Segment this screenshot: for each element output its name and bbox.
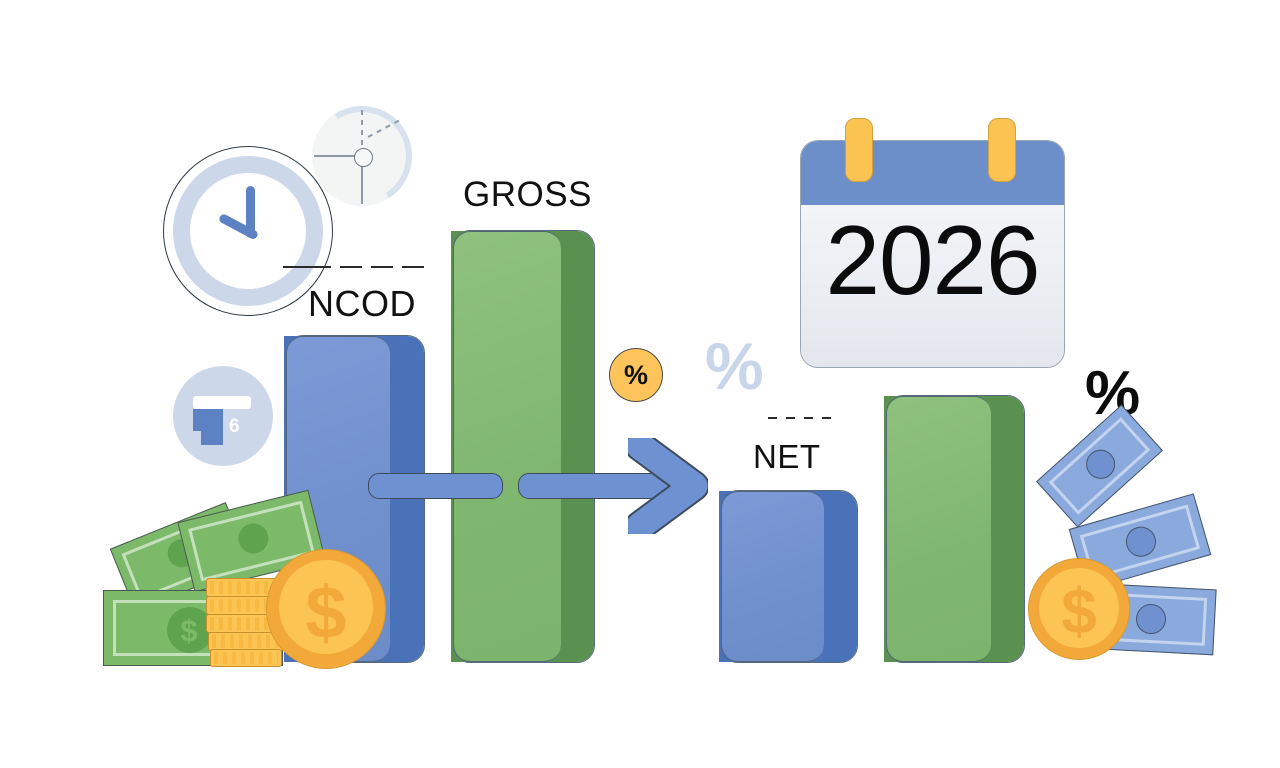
ncod-label: NCOD	[308, 283, 416, 324]
compass-tick-down	[361, 162, 363, 204]
t-badge-icon: 6	[173, 366, 273, 466]
net-divider	[768, 417, 831, 419]
percent-ghost-icon: %	[705, 329, 764, 403]
t-badge-bar	[193, 396, 251, 409]
gross-label: GROSS	[463, 175, 592, 214]
bar-gross-left	[451, 230, 595, 663]
arrow-segment-left	[368, 473, 503, 499]
calendar-year: 2026	[825, 205, 1040, 315]
clock-icon	[163, 146, 333, 316]
bill-dollar-symbol: $	[180, 613, 198, 648]
coin-stack-icon	[206, 578, 284, 667]
t-badge-number: 6	[229, 416, 240, 437]
money-group-right: $	[1000, 400, 1230, 675]
compass-tick-up	[361, 110, 363, 152]
compass-tick-left	[314, 155, 358, 157]
calendar-ring-left	[845, 118, 873, 182]
t-badge-block-stem	[201, 409, 223, 445]
dollar-coin-icon: $	[1028, 558, 1130, 660]
money-group-left: $ $	[100, 489, 386, 675]
coin-dollar-symbol: $	[1061, 575, 1097, 647]
clock-outline	[163, 146, 333, 316]
calendar-icon: 2026	[800, 140, 1065, 368]
calendar-ring-right	[988, 118, 1016, 182]
calendar-body: 2026	[800, 140, 1065, 368]
calendar-header	[801, 141, 1064, 206]
net-label: NET	[753, 438, 821, 475]
compass-hub	[354, 148, 373, 167]
right-arrow-icon	[624, 430, 710, 542]
compass-icon	[302, 96, 422, 216]
clock-hand-minute	[246, 186, 255, 238]
dollar-coin-icon: $	[266, 549, 386, 669]
ncod-divider	[283, 266, 424, 268]
bar-net	[719, 490, 858, 663]
coin-dollar-symbol: $	[305, 571, 347, 654]
percent-badge-icon: %	[609, 348, 663, 402]
bar-gross-right	[884, 395, 1025, 663]
calendar-sheet	[801, 205, 1064, 367]
